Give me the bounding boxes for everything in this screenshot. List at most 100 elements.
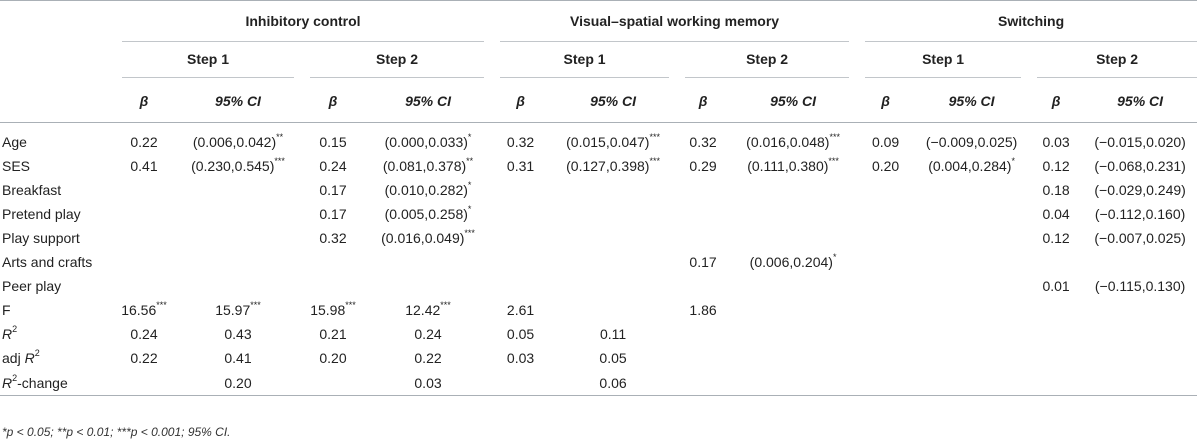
beta-cell xyxy=(677,370,730,396)
group-label: Switching xyxy=(865,4,1197,42)
ci-cell: (−0.029,0.249) xyxy=(1094,182,1186,198)
ci-cell xyxy=(1083,322,1197,346)
ci-cell xyxy=(729,346,857,370)
ci-cell: 0.43 xyxy=(224,326,252,342)
beta-header: β xyxy=(302,79,364,123)
ci-cell: (0.230,0.545)*** xyxy=(191,156,285,174)
ci-cell: (−0.007,0.025) xyxy=(1094,230,1186,246)
ci-cell: (0.111,0.380)*** xyxy=(747,156,839,174)
ci-cell xyxy=(914,202,1029,226)
spacer-cell xyxy=(0,123,1197,131)
ci-cell xyxy=(1083,250,1197,274)
ci-cell: (−0.115,0.130) xyxy=(1094,278,1186,294)
beta-cell xyxy=(857,346,914,370)
ci-cell: (0.015,0.047)*** xyxy=(566,132,660,150)
beta-cell: 0.29 xyxy=(689,158,717,174)
row-label: R2 xyxy=(2,324,18,342)
beta-cell xyxy=(857,250,914,274)
ci-cell xyxy=(1083,298,1197,322)
step-label: Step 1 xyxy=(500,45,670,78)
corner-cell xyxy=(0,44,114,79)
ci-cell xyxy=(729,226,857,250)
beta-cell: 0.17 xyxy=(319,206,347,222)
ci-cell: (0.016,0.049)*** xyxy=(381,228,475,246)
ci-cell xyxy=(914,298,1029,322)
ci-cell xyxy=(174,202,302,226)
corner-cell xyxy=(0,79,114,123)
beta-cell: 0.22 xyxy=(130,134,158,150)
step-label: Step 2 xyxy=(1037,45,1197,78)
beta-cell xyxy=(492,250,549,274)
row-label: Age xyxy=(2,134,27,150)
ci-cell: 0.41 xyxy=(224,350,252,366)
beta-cell xyxy=(677,346,729,370)
ci-cell xyxy=(549,226,677,250)
ci-cell: (0.010,0.282)* xyxy=(384,180,472,198)
beta-cell xyxy=(857,298,914,322)
ci-cell xyxy=(729,274,857,298)
ci-cell xyxy=(549,202,677,226)
ci-cell xyxy=(914,322,1029,346)
beta-header: β xyxy=(677,79,730,123)
beta-cell: 0.24 xyxy=(319,158,347,174)
beta-cell: 0.22 xyxy=(130,350,158,366)
step-label: Step 1 xyxy=(122,45,294,78)
beta-cell xyxy=(1029,370,1084,396)
beta-cell xyxy=(1029,298,1083,322)
ci-cell: (0.006,0.204)* xyxy=(749,252,837,270)
step-label: Step 2 xyxy=(310,45,485,78)
beta-cell xyxy=(857,322,914,346)
beta-cell xyxy=(1029,250,1083,274)
ci-cell: (−0.068,0.231) xyxy=(1094,158,1186,174)
beta-cell: 0.17 xyxy=(689,254,717,270)
beta-cell: 0.12 xyxy=(1042,230,1070,246)
beta-cell: 0.04 xyxy=(1042,206,1070,222)
row-label: F xyxy=(2,302,11,318)
beta-cell: 0.21 xyxy=(319,326,347,342)
beta-cell xyxy=(492,178,549,202)
beta-cell xyxy=(677,202,729,226)
ci-header: 95% CI xyxy=(729,79,858,123)
row-label: SES xyxy=(2,158,31,174)
beta-cell: 0.17 xyxy=(319,182,347,198)
ci-cell xyxy=(914,274,1029,298)
beta-cell xyxy=(302,370,364,396)
row-label: Peer play xyxy=(2,278,62,294)
ci-cell: 0.11 xyxy=(599,326,627,342)
ci-cell xyxy=(1083,346,1197,370)
group-header-switching: Switching xyxy=(857,0,1197,44)
beta-cell xyxy=(857,226,914,250)
ci-cell: 0.24 xyxy=(414,326,442,342)
beta-cell xyxy=(857,370,915,396)
ci-cell xyxy=(549,274,677,298)
row-label: adj R2 xyxy=(2,348,40,366)
beta-cell: 15.98*** xyxy=(310,300,356,318)
ci-cell xyxy=(914,226,1029,250)
ci-cell xyxy=(549,298,677,322)
beta-cell xyxy=(492,274,549,298)
ci-cell: 0.05 xyxy=(599,350,627,366)
step-header: Step 1 xyxy=(492,44,677,79)
beta-cell: 0.09 xyxy=(871,134,900,150)
beta-cell xyxy=(857,202,914,226)
regression-table: Inhibitory control Visual–spatial workin… xyxy=(0,0,1197,396)
beta-cell xyxy=(1029,322,1083,346)
ci-cell xyxy=(729,298,857,322)
beta-header: β xyxy=(857,79,915,123)
beta-cell: 0.18 xyxy=(1042,182,1070,198)
beta-cell: 0.20 xyxy=(871,158,900,174)
ci-cell xyxy=(914,370,1030,396)
ci-cell: 0.06 xyxy=(549,370,678,396)
beta-header: β xyxy=(492,79,550,123)
beta-cell xyxy=(492,226,549,250)
beta-cell xyxy=(492,370,550,396)
ci-cell xyxy=(549,250,677,274)
footnote: *p < 0.05; **p < 0.01; ***p < 0.001; 95%… xyxy=(2,425,231,439)
beta-cell: 0.24 xyxy=(130,326,158,342)
